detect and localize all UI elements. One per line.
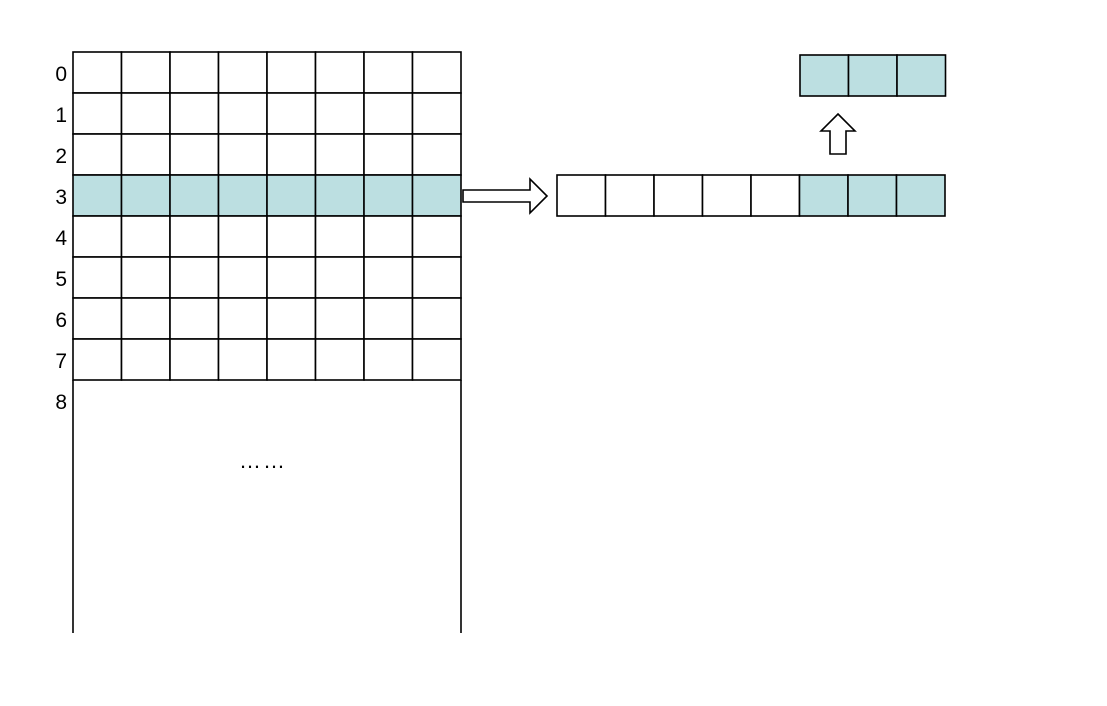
- memory-cell: [411, 215, 462, 258]
- memory-cell: [363, 338, 414, 381]
- row-label-5: 5: [55, 268, 67, 291]
- memory-cell: [217, 215, 268, 258]
- row-label-8: 8: [55, 391, 67, 414]
- memory-cell: [169, 297, 220, 340]
- row-label-3: 3: [55, 186, 67, 209]
- memory-cell: [363, 92, 414, 135]
- memory-cell: [72, 215, 123, 258]
- memory-cell: [169, 51, 220, 94]
- memory-cell: [266, 92, 317, 135]
- row-label-0: 0: [55, 63, 67, 86]
- memory-cell: [217, 133, 268, 176]
- memory-cell: [72, 338, 123, 381]
- memory-cell: [314, 51, 365, 94]
- extracted-cells: [799, 54, 947, 97]
- row-labels: 0 1 2 3 4 5 6 7 8: [55, 63, 67, 414]
- memory-cell: [411, 133, 462, 176]
- memory-cell: [72, 133, 123, 176]
- row-label-2: 2: [55, 145, 67, 168]
- memory-cell: [169, 215, 220, 258]
- memory-cell: [314, 215, 365, 258]
- memory-cell: [266, 256, 317, 299]
- memory-cell: [120, 338, 171, 381]
- extracted-cell: [896, 54, 947, 97]
- memory-cell: [411, 92, 462, 135]
- memory-cell: [363, 174, 414, 217]
- expanded-cell: [556, 174, 607, 217]
- memory-grid: [72, 51, 462, 633]
- memory-cell: [72, 51, 123, 94]
- expanded-cell: [701, 174, 752, 217]
- memory-cell: [411, 297, 462, 340]
- memory-cell: [72, 297, 123, 340]
- memory-cell: [266, 297, 317, 340]
- memory-cell: [411, 338, 462, 381]
- memory-cell: [120, 92, 171, 135]
- memory-cell: [217, 256, 268, 299]
- memory-cell: [363, 51, 414, 94]
- memory-cell: [266, 215, 317, 258]
- expanded-cell: [750, 174, 801, 217]
- expanded-cell: [798, 174, 849, 217]
- memory-cell: [217, 297, 268, 340]
- memory-cell: [169, 92, 220, 135]
- memory-cell: [411, 256, 462, 299]
- memory-cell: [411, 174, 462, 217]
- memory-cell: [217, 338, 268, 381]
- extracted-cell: [847, 54, 898, 97]
- memory-cell: [363, 256, 414, 299]
- memory-cell: [72, 174, 123, 217]
- memory-cell: [411, 51, 462, 94]
- memory-cell: [363, 215, 414, 258]
- memory-cell: [314, 174, 365, 217]
- memory-cell: [217, 51, 268, 94]
- memory-cell: [169, 338, 220, 381]
- row-label-1: 1: [55, 104, 67, 127]
- row-label-7: 7: [55, 350, 67, 373]
- memory-cell: [217, 174, 268, 217]
- memory-cell: [120, 256, 171, 299]
- memory-cell: [363, 297, 414, 340]
- memory-cell: [266, 133, 317, 176]
- arrow-right-icon: [462, 177, 549, 215]
- expanded-row: [556, 174, 946, 217]
- memory-cell: [120, 174, 171, 217]
- memory-cell: [266, 174, 317, 217]
- memory-cell: [169, 174, 220, 217]
- memory-cell: [314, 133, 365, 176]
- memory-cell: [120, 215, 171, 258]
- memory-cell: [266, 51, 317, 94]
- arrow-up-icon: [819, 112, 857, 155]
- memory-cell: [314, 297, 365, 340]
- expanded-cell: [604, 174, 655, 217]
- extracted-cell: [799, 54, 850, 97]
- row-label-6: 6: [55, 309, 67, 332]
- memory-cell: [72, 256, 123, 299]
- expanded-cell: [653, 174, 704, 217]
- memory-cell: [266, 338, 317, 381]
- memory-cell: [169, 256, 220, 299]
- memory-cell: [314, 92, 365, 135]
- memory-cell: [120, 133, 171, 176]
- expanded-cell: [847, 174, 898, 217]
- memory-cell: [217, 92, 268, 135]
- ellipsis-text: ……: [239, 448, 287, 473]
- memory-cell: [120, 51, 171, 94]
- memory-cell: [120, 297, 171, 340]
- expanded-cell: [895, 174, 946, 217]
- memory-cell: [314, 256, 365, 299]
- row-label-4: 4: [55, 227, 67, 250]
- memory-cell: [169, 133, 220, 176]
- memory-cell: [72, 92, 123, 135]
- memory-cell: [314, 338, 365, 381]
- memory-cell: [363, 133, 414, 176]
